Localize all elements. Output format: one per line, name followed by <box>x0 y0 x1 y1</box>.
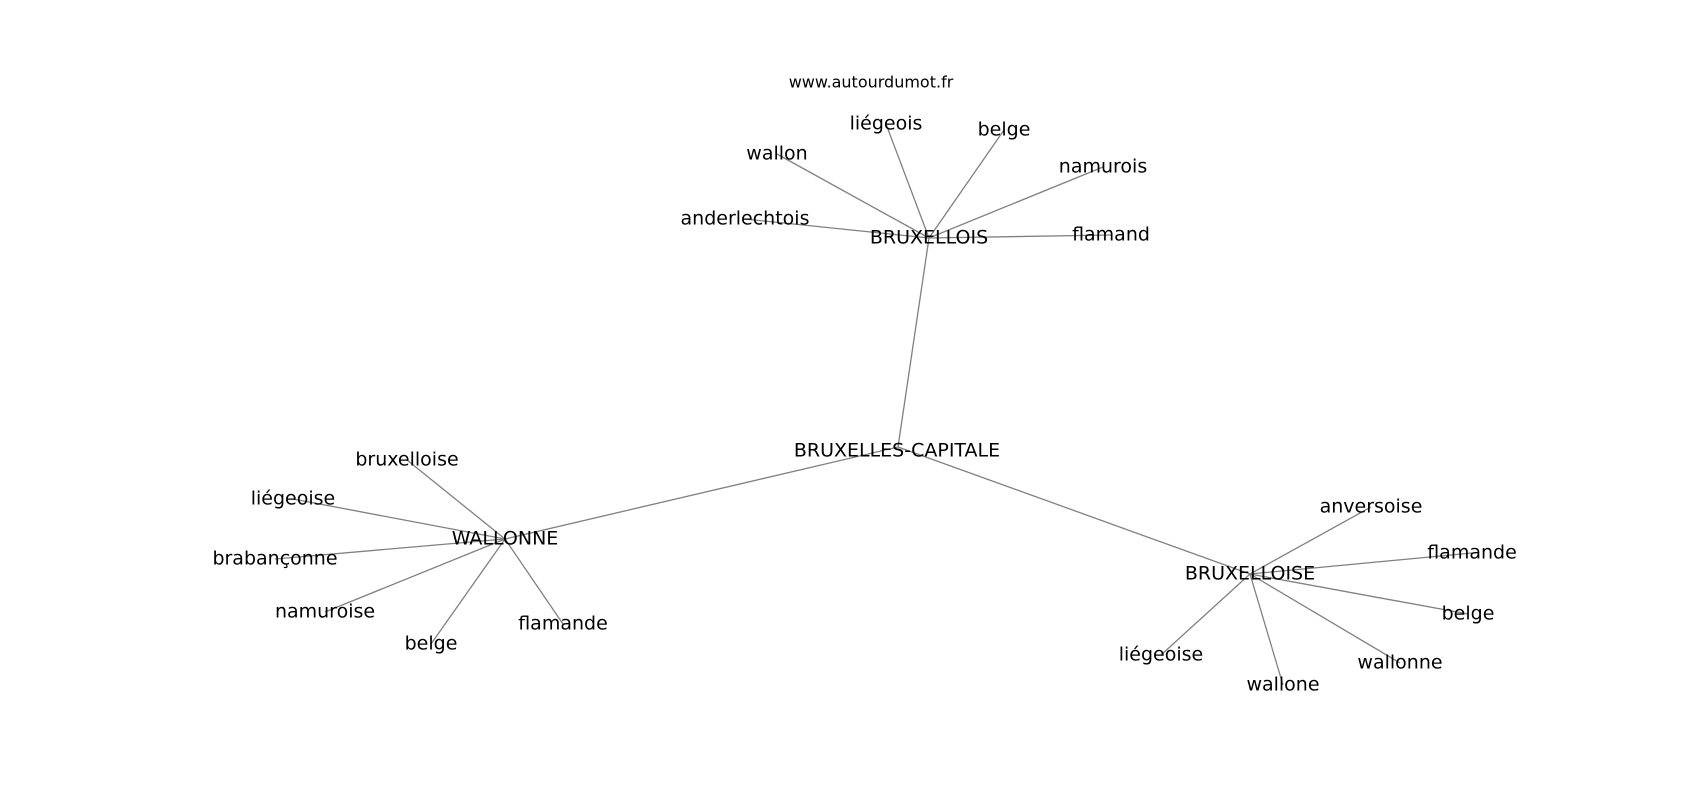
edge-bruxelloise-to-wallone <box>1249 573 1284 686</box>
node-leaf-bruxelloise-flamande: flamande <box>1427 542 1517 564</box>
node-hub-bruxelloise: BRUXELLOISE <box>1185 563 1315 585</box>
edge-bruxelloise-to-flamande <box>1249 552 1473 575</box>
node-leaf-bruxellois-wallon: wallon <box>746 143 807 165</box>
edge-bruxellois-to-wallon <box>776 153 930 239</box>
edge-center-to-bruxellois <box>897 237 930 448</box>
edge-bruxelloise-to-wallonne <box>1249 573 1401 664</box>
edge-wallonne-to-brabanconne <box>274 538 506 560</box>
node-leaf-wallonne-bruxelloise: bruxelloise <box>355 449 458 471</box>
node-leaf-bruxelloise-belge: belge <box>1442 603 1495 625</box>
label-layer: BRUXELLES-CAPITALE BRUXELLOIS liégeois belg… <box>212 113 1517 696</box>
edge-bruxelloise-to-anversoise <box>1249 506 1372 575</box>
edge-wallonne-to-flamande <box>504 538 564 625</box>
node-leaf-bruxellois-liegeois: liégeois <box>850 113 923 135</box>
edge-bruxellois-to-liegeois <box>885 123 930 239</box>
edge-bruxellois-to-flamand <box>928 234 1112 239</box>
node-center: BRUXELLES-CAPITALE <box>794 440 1000 462</box>
node-leaf-bruxellois-anderlechtois: anderlechtois <box>681 208 810 230</box>
node-leaf-bruxellois-namurois: namurois <box>1059 156 1147 178</box>
edge-bruxelloise-to-belge <box>1249 573 1469 615</box>
node-leaf-wallonne-brabanconne: brabançonne <box>212 548 337 570</box>
edge-bruxelloise-to-liegeoise <box>1160 573 1251 656</box>
edge-layer <box>274 123 1473 686</box>
edge-bruxellois-to-namurois <box>928 166 1104 239</box>
edge-center-to-bruxelloise <box>897 446 1251 575</box>
source-watermark: www.autourdumot.fr <box>789 73 954 92</box>
node-leaf-bruxelloise-anversoise: anversoise <box>1320 496 1423 518</box>
node-leaf-wallonne-liegeoise: liégeoise <box>251 488 336 510</box>
edge-wallonne-to-liegeoise <box>292 498 506 540</box>
edge-bruxellois-to-anderlechtois <box>744 218 930 239</box>
node-leaf-bruxellois-flamand: flamand <box>1072 224 1150 246</box>
node-hub-bruxellois: BRUXELLOIS <box>870 227 988 249</box>
edge-wallonne-to-bruxelloise <box>406 459 506 540</box>
node-leaf-bruxelloise-wallonne: wallonne <box>1357 652 1442 674</box>
node-hub-wallonne: WALLONNE <box>452 528 559 550</box>
node-leaf-bruxelloise-wallone: wallone <box>1246 674 1319 696</box>
node-leaf-bruxelloise-liegeoise: liégeoise <box>1119 644 1204 666</box>
edge-center-to-wallonne <box>504 446 899 540</box>
edge-wallonne-to-belge <box>430 538 506 645</box>
node-leaf-bruxellois-belge: belge <box>978 119 1031 141</box>
edge-bruxellois-to-belge <box>928 129 1005 239</box>
node-leaf-wallonne-belge: belge <box>405 633 458 655</box>
node-leaf-wallonne-namuroise: namuroise <box>275 601 375 623</box>
node-leaf-wallonne-flamande: flamande <box>518 613 608 635</box>
edge-wallonne-to-namuroise <box>324 538 506 613</box>
